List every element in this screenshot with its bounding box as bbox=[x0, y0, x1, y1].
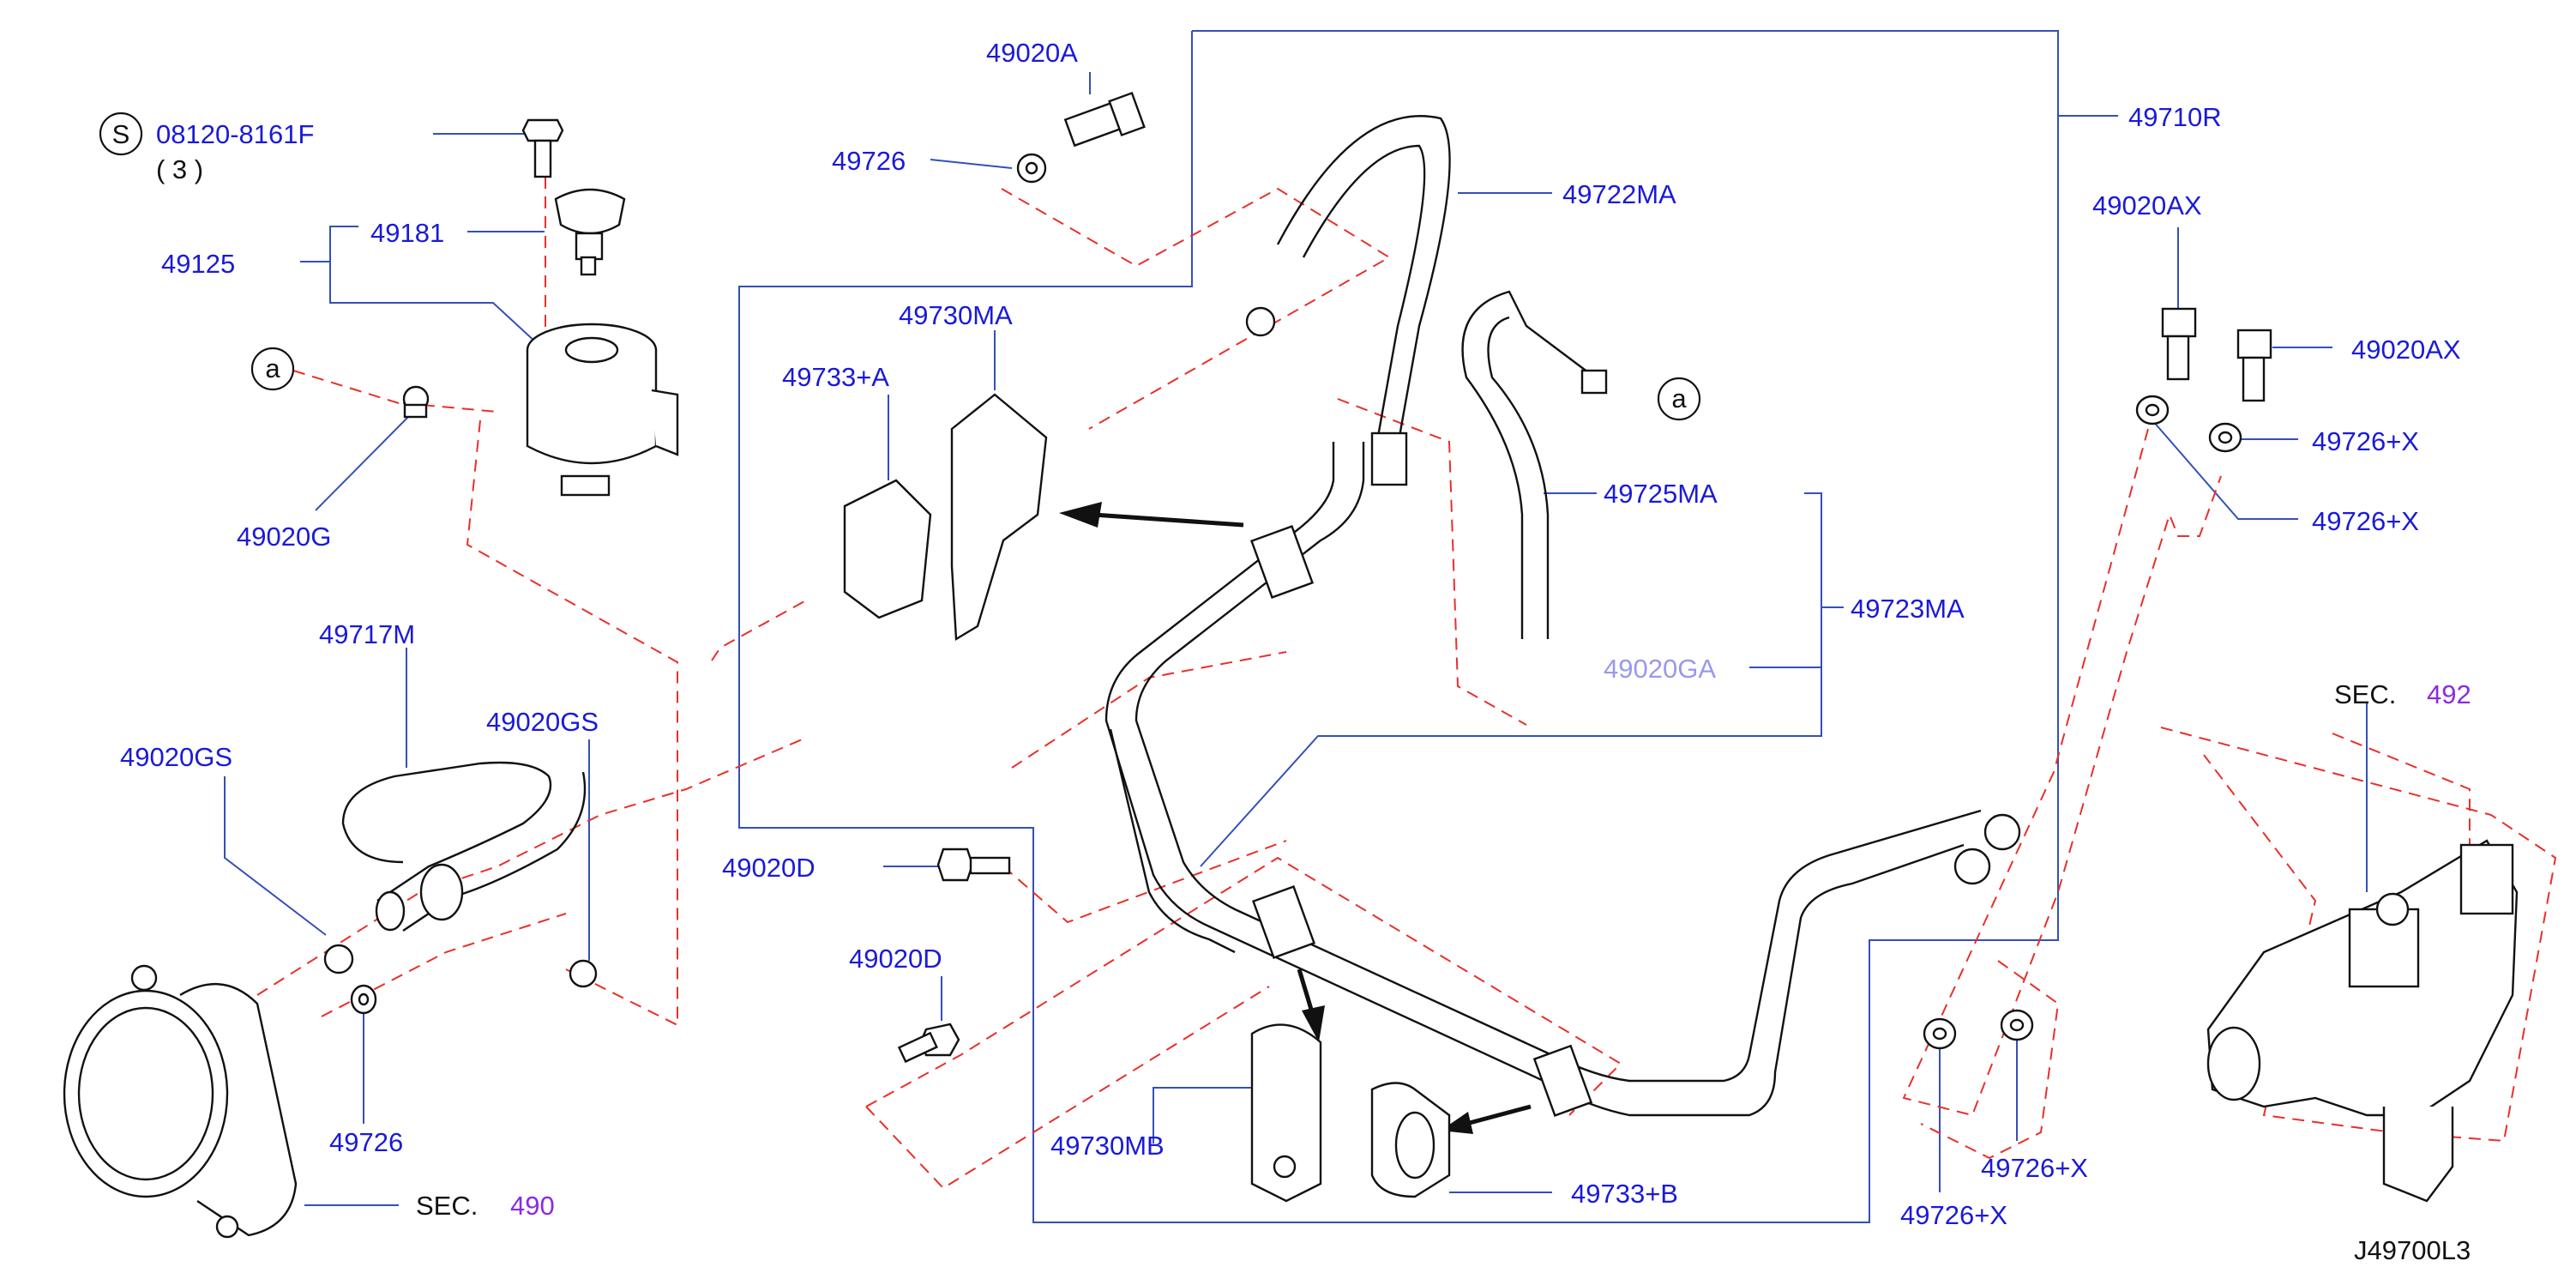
leader-49726x-2 bbox=[2152, 419, 2298, 520]
washers-x-icon bbox=[1923, 395, 2242, 1050]
leader-frame-49710r bbox=[738, 30, 2059, 1223]
steering-gear-icon bbox=[2206, 839, 2519, 1203]
bolt-icon bbox=[521, 118, 564, 178]
label-49020gs-left[interactable]: 49020GS bbox=[120, 742, 232, 772]
label-sec-right: SEC. bbox=[2334, 679, 2396, 709]
pump-icon bbox=[63, 964, 298, 1239]
label-49020gs-right[interactable]: 49020GS bbox=[486, 707, 599, 737]
clip-icon bbox=[402, 385, 430, 419]
washer-icon bbox=[350, 984, 377, 1015]
leader-49020g bbox=[315, 413, 412, 511]
bolt-d2-icon bbox=[897, 1023, 960, 1064]
leader-49125 bbox=[300, 261, 538, 344]
pressure-hose-icon bbox=[1245, 115, 1451, 486]
label-49125[interactable]: 49125 bbox=[161, 249, 235, 279]
label-49020a[interactable]: 49020A bbox=[986, 38, 1078, 68]
bolt-ax1-icon bbox=[2161, 307, 2197, 381]
label-sec-left: SEC. bbox=[416, 1191, 478, 1221]
hose-clamp-icon bbox=[323, 944, 598, 988]
s-circle-badge bbox=[99, 112, 143, 156]
label-49726x-4[interactable]: 49726+X bbox=[1981, 1153, 2088, 1183]
arrow-left-lower-icon bbox=[1441, 1104, 1532, 1134]
ref-a-left-label: a bbox=[265, 353, 280, 383]
label-49726x-2[interactable]: 49726+X bbox=[2312, 506, 2419, 536]
label-49722ma[interactable]: 49722MA bbox=[1562, 179, 1676, 209]
label-49020d-1[interactable]: 49020D bbox=[722, 853, 816, 883]
banjo-bolt-icon bbox=[1063, 91, 1146, 148]
label-49726-left[interactable]: 49726 bbox=[329, 1127, 403, 1157]
label-sec-490[interactable]: 490 bbox=[510, 1191, 555, 1221]
leader-49125-bracket bbox=[329, 226, 358, 262]
label-49733b[interactable]: 49733+B bbox=[1571, 1179, 1678, 1209]
washer-top-icon bbox=[1016, 153, 1047, 184]
label-08120-8161f[interactable]: 08120-8161F bbox=[156, 119, 314, 149]
leader-49726-top bbox=[930, 159, 1013, 169]
label-sec-492[interactable]: 492 bbox=[2427, 679, 2471, 709]
line-art bbox=[63, 91, 2519, 1239]
label-49723ma[interactable]: 49723MA bbox=[1851, 594, 1965, 624]
label-49730ma[interactable]: 49730MA bbox=[899, 300, 1013, 330]
bolt-d1-icon bbox=[936, 848, 1011, 882]
label-49725ma[interactable]: 49725MA bbox=[1604, 479, 1718, 509]
return-hose-icon bbox=[1461, 290, 1608, 639]
label-qty-3: ( 3 ) bbox=[156, 154, 203, 184]
ref-a-right-label: a bbox=[1671, 383, 1687, 413]
arrow-icon bbox=[1059, 502, 1244, 528]
ref-a-right-badge bbox=[1657, 377, 1701, 421]
label-49726-top[interactable]: 49726 bbox=[832, 146, 906, 176]
leader-49730mb bbox=[1153, 1087, 1252, 1143]
pipe-tubes-icon bbox=[1104, 442, 2021, 1117]
leader-49020gs-left bbox=[224, 776, 327, 936]
label-49730mb[interactable]: 49730MB bbox=[1050, 1131, 1165, 1161]
assembly-dashed-lines bbox=[256, 177, 2557, 1190]
leader-lines bbox=[224, 30, 2368, 1223]
label-49181[interactable]: 49181 bbox=[370, 218, 444, 248]
reservoir-cap-icon bbox=[554, 188, 626, 276]
diagram-id: J49700L3 bbox=[2354, 1235, 2471, 1265]
clamp-lower-icon bbox=[1370, 1082, 1451, 1198]
label-49020ga-faded[interactable]: 49020GA bbox=[1604, 654, 1716, 684]
bolt-ax2-icon bbox=[2236, 329, 2272, 402]
bracket-lower-icon bbox=[1250, 1023, 1322, 1203]
suction-hose-icon bbox=[341, 761, 587, 932]
label-49726x-1[interactable]: 49726+X bbox=[2312, 426, 2419, 456]
label-49020ax-top[interactable]: 49020AX bbox=[2092, 190, 2202, 220]
label-49020ax-right[interactable]: 49020AX bbox=[2351, 335, 2461, 365]
arrow-down-icon bbox=[1297, 968, 1325, 1042]
label-49717m[interactable]: 49717M bbox=[319, 619, 415, 649]
ref-a-left-badge bbox=[250, 347, 295, 391]
label-49726x-3[interactable]: 49726+X bbox=[1900, 1200, 2007, 1230]
labels: S 08120-8161F ( 3 ) 49181 49125 a 49020G… bbox=[99, 38, 2471, 1265]
label-49020d-2[interactable]: 49020D bbox=[849, 944, 942, 974]
bracket-upper-icon bbox=[843, 393, 1048, 642]
label-49710r[interactable]: 49710R bbox=[2128, 102, 2222, 132]
reservoir-icon bbox=[526, 323, 679, 497]
label-49733a[interactable]: 49733+A bbox=[782, 362, 889, 392]
leader-49723ma-bracket bbox=[1200, 492, 1822, 867]
s-circle-label: S bbox=[112, 119, 130, 149]
label-49020g[interactable]: 49020G bbox=[237, 522, 331, 552]
